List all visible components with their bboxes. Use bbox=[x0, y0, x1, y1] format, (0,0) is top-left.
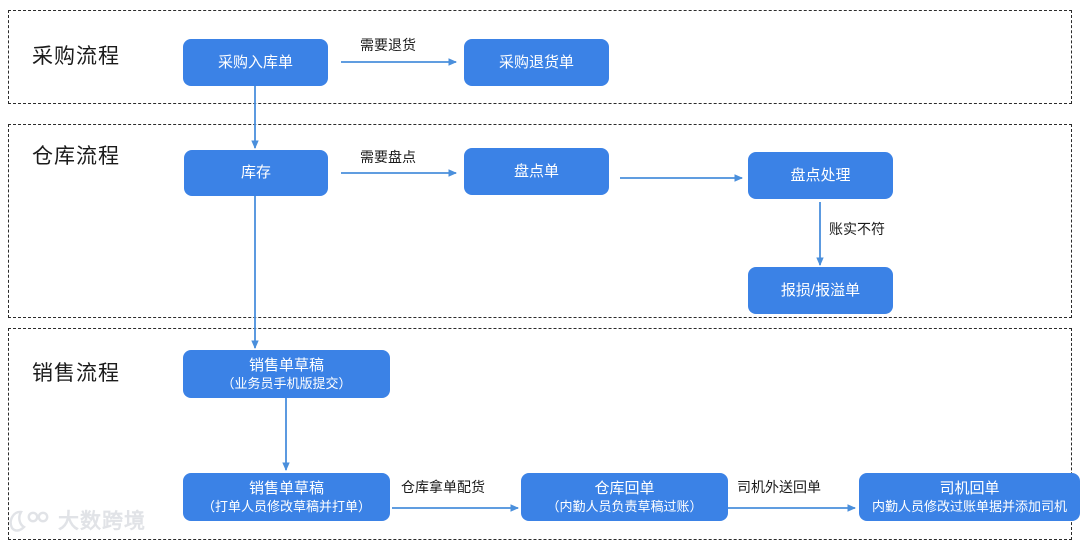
edge-label-need-return: 需要退货 bbox=[360, 37, 416, 53]
node-subtitle: （打单人员修改草稿并打单） bbox=[201, 498, 371, 514]
edge-label-mismatch: 账实不符 bbox=[829, 221, 885, 237]
section-warehouse bbox=[8, 124, 1072, 318]
section-label-sales: 销售流程 bbox=[32, 362, 120, 385]
node-title: 库存 bbox=[240, 164, 271, 182]
node-title: 采购退货单 bbox=[498, 53, 574, 71]
node-driver-receipt[interactable]: 司机回单 内勤人员修改过账单据并添加司机 bbox=[859, 473, 1080, 521]
node-title: 盘点单 bbox=[513, 162, 559, 180]
node-sales-draft-mobile[interactable]: 销售单草稿 （业务员手机版提交） bbox=[183, 350, 390, 398]
node-purchase-inbound[interactable]: 采购入库单 bbox=[183, 39, 328, 86]
node-title: 采购入库单 bbox=[217, 53, 293, 71]
watermark-text: 大数跨境 bbox=[58, 509, 146, 533]
node-count-sheet[interactable]: 盘点单 bbox=[464, 148, 609, 195]
node-title: 仓库回单 bbox=[594, 479, 655, 497]
node-purchase-return[interactable]: 采购退货单 bbox=[464, 39, 609, 86]
node-title: 盘点处理 bbox=[790, 166, 851, 184]
section-purchase bbox=[8, 10, 1072, 104]
section-label-warehouse: 仓库流程 bbox=[32, 145, 120, 168]
node-subtitle: 内勤人员修改过账单据并添加司机 bbox=[871, 498, 1067, 514]
node-title: 销售单草稿 bbox=[248, 356, 324, 374]
node-sales-draft-print[interactable]: 销售单草稿 （打单人员修改草稿并打单） bbox=[183, 473, 390, 521]
edge-label-need-count: 需要盘点 bbox=[360, 149, 416, 165]
section-sales bbox=[8, 328, 1072, 540]
node-title: 销售单草稿 bbox=[248, 479, 324, 497]
node-title: 司机回单 bbox=[939, 479, 1000, 497]
node-loss-overflow-sheet[interactable]: 报损/报溢单 bbox=[748, 267, 893, 314]
node-subtitle: （内勤人员负责草稿过账） bbox=[546, 498, 703, 514]
node-warehouse-receipt[interactable]: 仓库回单 （内勤人员负责草稿过账） bbox=[521, 473, 728, 521]
node-stock[interactable]: 库存 bbox=[184, 150, 328, 196]
edge-label-warehouse-pick: 仓库拿单配货 bbox=[401, 479, 485, 495]
watermark: 大数跨境 bbox=[8, 508, 146, 534]
section-label-purchase: 采购流程 bbox=[32, 45, 120, 68]
node-title: 报损/报溢单 bbox=[780, 281, 861, 299]
edge-label-driver-delivery: 司机外送回单 bbox=[737, 479, 821, 495]
watermark-logo-icon bbox=[8, 508, 52, 534]
node-subtitle: （业务员手机版提交） bbox=[221, 375, 352, 391]
node-count-processing[interactable]: 盘点处理 bbox=[748, 152, 893, 199]
